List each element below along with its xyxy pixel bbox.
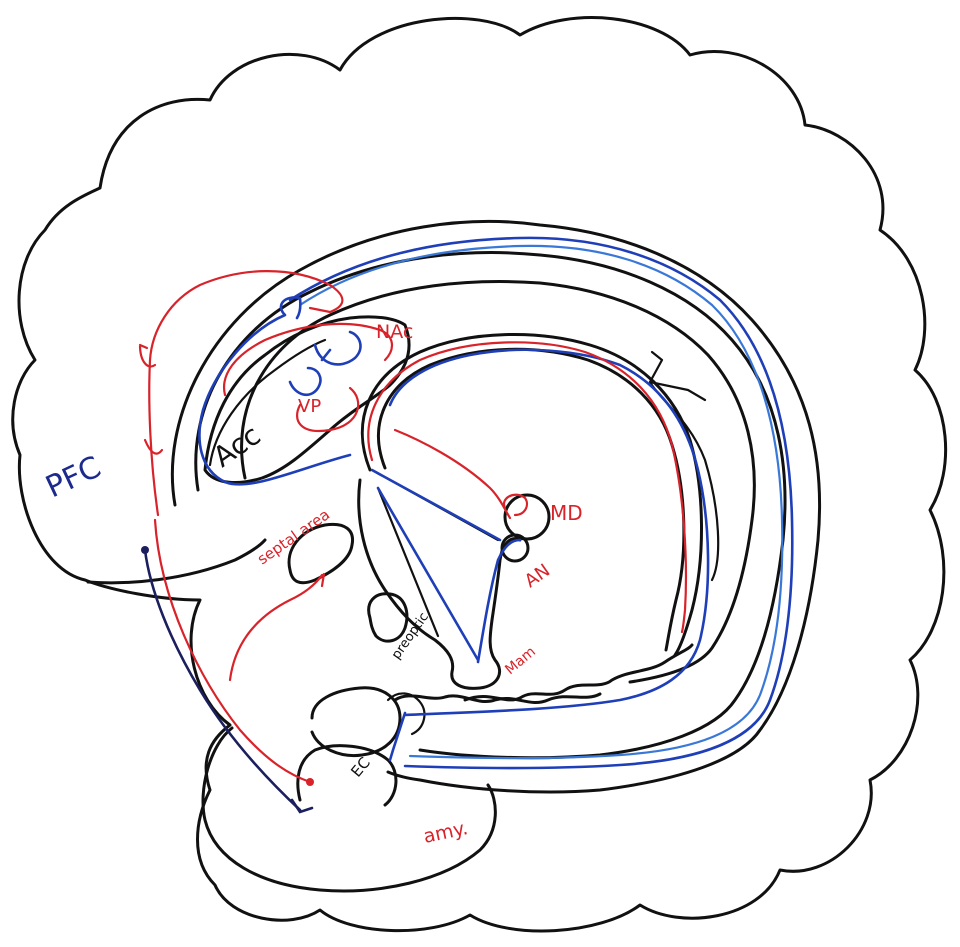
blue-cingulum-inner [298,244,784,760]
blue-mam-an [370,468,522,664]
blue-fornix [388,348,710,717]
md-nucleus [503,493,551,541]
red-pfc-tract [148,270,344,517]
red-septal-tract [228,572,326,682]
cingulate-outer [170,219,822,794]
hippocampal-tail [393,692,602,705]
navy-amy-terminal [290,798,314,814]
label-nac: NAc [376,321,413,343]
red-pfc-branch-2 [143,438,164,455]
preoptic-shape [367,592,409,643]
ec-bump [386,692,426,736]
brain-outline [11,16,948,933]
red-fornix-loop [367,341,688,634]
an-nucleus [500,533,530,563]
acc-core [208,338,327,467]
entorhinal-region [310,686,402,758]
red-md-loop [502,493,529,517]
label-amy: amy. [421,817,469,848]
label-ec: EC [347,754,374,781]
label-septal-area: septal area [254,505,333,568]
blue-acc-loop [198,296,352,486]
callosum-ring [240,280,756,684]
mammillary-inner [370,468,500,638]
label-pfc: PFC [41,450,107,506]
label-md: MD [550,501,583,525]
frontal-boundary [86,538,267,585]
label-an: AN [521,560,554,592]
amygdala-region [296,744,398,807]
red-pfc-branch-1 [138,343,157,368]
blue-nac-loop [313,330,362,366]
navy-pfc-dot [141,546,149,554]
septal-area-shape [287,522,355,585]
red-vp-loop [296,386,360,433]
cingulate-inner [194,251,787,760]
red-acc-loop [222,322,393,397]
label-acc: Acc [207,418,266,473]
fornix-loop [360,333,703,657]
red-amy-dot [306,778,314,786]
blue-ec-tract [388,711,407,762]
blue-vp-loop [288,366,322,397]
fornix-inner [377,347,686,652]
accumbens-body [203,315,411,484]
red-md-tract [393,428,512,520]
blue-cingulum-outer [288,236,794,770]
label-vp: VP [298,396,321,417]
label-preoptic: preoptic [389,610,432,662]
navy-pfc-amy [143,548,302,812]
label-mam: Mam [502,644,539,678]
mammillary-column [357,478,522,690]
temporal-lobe [201,726,497,893]
red-pfc-amy [153,518,312,784]
